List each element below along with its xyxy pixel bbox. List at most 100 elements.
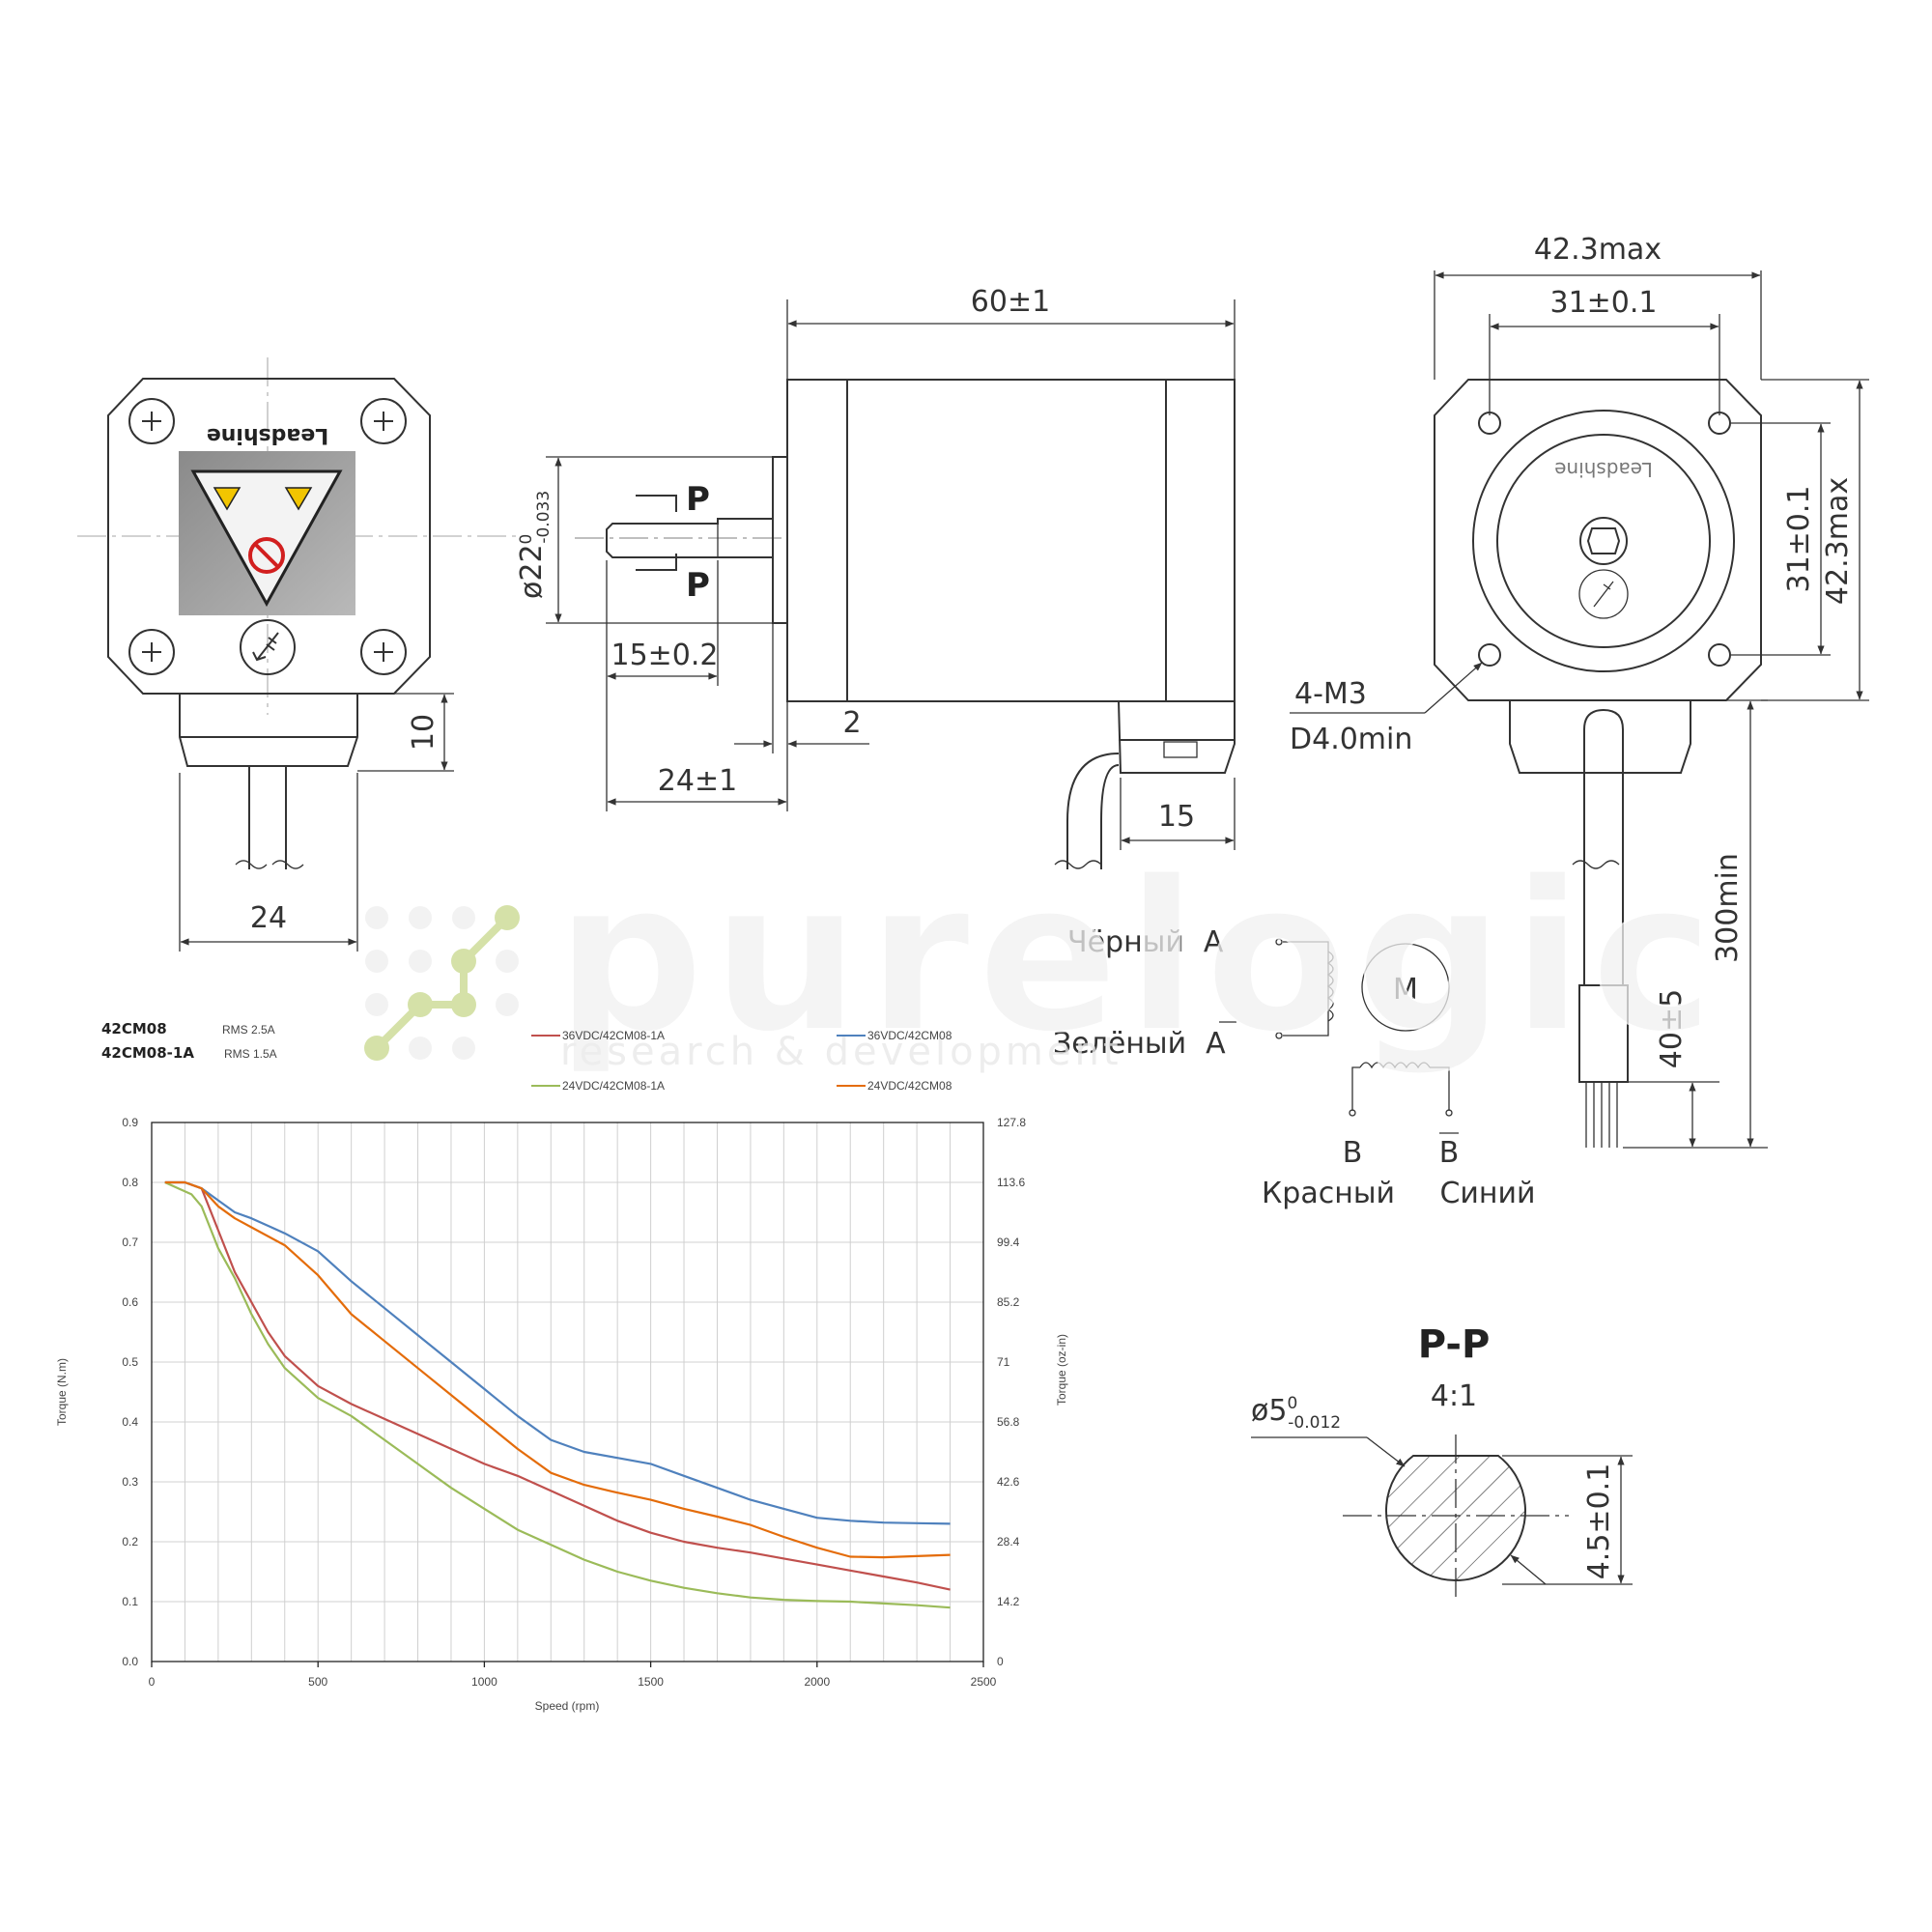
y-tick-label: 0.7 [122,1236,138,1249]
boss-dia-text: ø22 [515,544,549,599]
section-dia-text: ø5 [1251,1394,1287,1428]
front-width-dim: 24 [250,901,287,935]
boss-height-dim: 2 [842,706,861,740]
thread-label: 4-M3 [1294,677,1367,711]
boss-tol-upper: 0 [517,534,536,545]
end-view: Leadshine 42.3max 31±0.1 31±0.1 42.3max … [1290,233,1869,1149]
section-mark-top: P [686,480,710,519]
x-tick-label: 500 [308,1675,327,1689]
section-scale: 4:1 [1431,1379,1477,1413]
watermark: purelogic research & development [364,835,1721,1079]
phase-b-bar-label: B [1439,1136,1460,1170]
warning-label-icon [179,451,355,615]
y-tick-label: 0.8 [122,1176,138,1189]
svg-text:ø220-0.033: ø220-0.033 [515,491,554,599]
wire-black-label: Чёрный [1067,925,1184,959]
y-tick-label: 0.3 [122,1475,138,1489]
y-tick-label: 0.9 [122,1116,138,1129]
outer-width-dim: 42.3max [1534,233,1662,267]
y2-tick-label: 85.2 [997,1295,1020,1309]
model2-label: 42CM08-1A [101,1044,194,1062]
vert-hole-spacing-dim: 31±0.1 [1782,485,1816,592]
shaft [606,518,773,558]
section-mark-bottom: P [686,566,710,605]
screw-icon [128,629,175,675]
y-tick-label: 0.0 [122,1655,138,1668]
phase-a-bar-label: A [1206,1027,1226,1061]
legend-s36-1a: 36VDC/42CM08-1A [562,1029,665,1042]
shaft-end [1579,517,1628,565]
svg-text:ø50-0.012: ø50-0.012 [1251,1394,1341,1433]
screw-icon [360,398,407,444]
mount-hole [1478,412,1501,435]
watermark-name: purelogic [555,836,1721,1078]
rms2-label: RMS 1.5A [224,1047,277,1061]
wire-blue-label: Синий [1439,1177,1535,1210]
y2-tick-label: 113.6 [997,1176,1025,1189]
end-motor-plate [1434,379,1762,701]
y-tick-label: 0.1 [122,1595,138,1608]
shaft-flat-dim: 15±0.2 [611,639,718,672]
mount-hole [1478,643,1501,667]
x-tick-label: 1000 [471,1675,497,1689]
motor-symbol [1361,943,1450,1032]
screw-icon [360,629,407,675]
y-tick-label: 0.5 [122,1355,138,1369]
boss [772,456,788,624]
strip-length-dim: 40±5 [1655,989,1689,1068]
y2-tick-label: 56.8 [997,1415,1020,1429]
y2-tick-label: 0 [997,1655,1004,1668]
end-brand-label: Leadshine [1554,458,1653,481]
series-line-s36_1a [164,1180,951,1591]
section-view: P-P 4:1 4.5±0.1 ø50-0.012 [1251,1322,1633,1597]
phase-a-label: A [1204,925,1224,959]
y2-tick-label: 14.2 [997,1595,1020,1608]
side-connector [1117,700,1236,774]
chart-legend: 36VDC/42CM08-1A 36VDC/42CM08 24VDC/42CM0… [531,1029,952,1093]
connector-width-dim: 15 [1158,800,1195,834]
series-line-s24 [164,1180,951,1559]
section-tol-upper: 0 [1287,1394,1297,1413]
chart-series [164,1180,951,1609]
body-length-dim: 60±1 [971,285,1050,319]
chart-info: 42CM08 RMS 2.5A 42CM08-1A RMS 1.5A [101,1020,277,1062]
x-axis-title: Speed (rpm) [535,1699,600,1713]
x-tick-label: 1500 [638,1675,664,1689]
section-title: P-P [1418,1322,1491,1367]
ground-icon [1578,569,1629,619]
front-connector-dim: 10 [407,714,440,751]
model1-label: 42CM08 [101,1020,167,1037]
vert-outer-dim: 42.3max [1821,477,1855,605]
phase-b-label: B [1343,1136,1363,1170]
series-line-s24_1a [164,1180,951,1609]
y2-tick-label: 127.8 [997,1116,1026,1129]
shaft-length-dim: 24±1 [658,764,737,798]
ground-icon [240,619,296,675]
motor-label: M [1393,973,1418,1007]
x-tick-label: 0 [149,1675,156,1689]
legend-s24-1a: 24VDC/42CM08-1A [562,1079,665,1093]
boss-outline [1472,410,1735,672]
end-connector [1509,699,1691,774]
wire-red-label: Красный [1262,1177,1395,1210]
x-tick-label: 2000 [804,1675,830,1689]
y2-axis-title: Torque (oz-in) [1055,1334,1068,1406]
screw-icons [128,398,407,675]
side-view: P P ø220-0.033 15±0.2 2 24±1 60±1 15 [515,285,1236,869]
y2-tick-label: 71 [997,1355,1010,1369]
shaft-section [1385,1455,1526,1581]
hole-spacing-dim: 31±0.1 [1549,286,1657,320]
legend-s24: 24VDC/42CM08 [867,1079,952,1093]
motor-body [786,379,1236,702]
front-brand-label: Leadshine [207,423,328,447]
screw-icon [128,398,175,444]
y-tick-label: 0.6 [122,1295,138,1309]
mount-hole [1708,643,1731,667]
y-tick-label: 0.2 [122,1535,138,1548]
y2-tick-label: 42.6 [997,1475,1020,1489]
